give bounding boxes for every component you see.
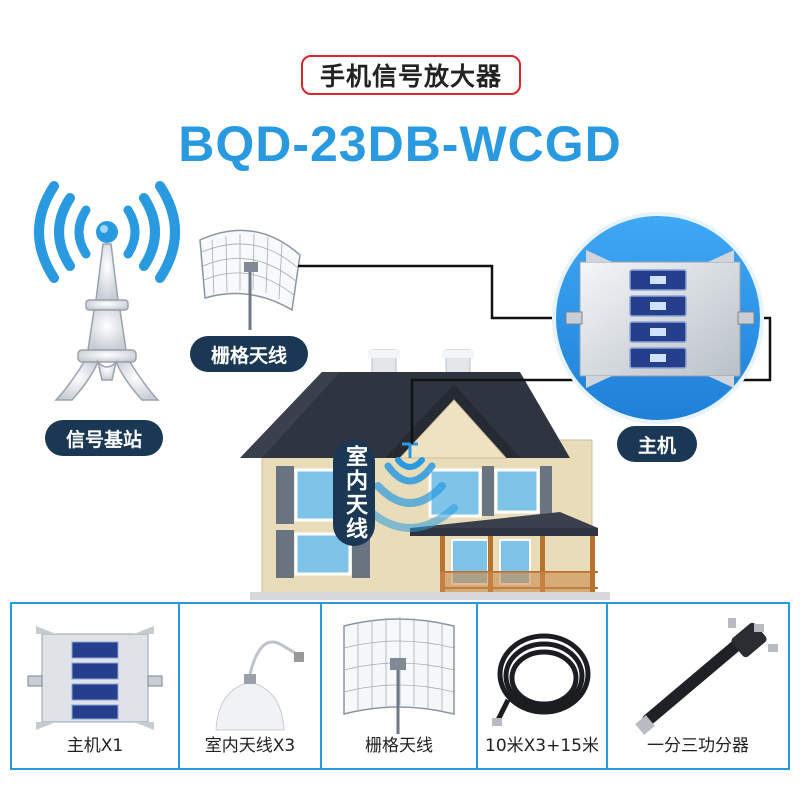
grid-antenna-label: 栅格天线 [190, 336, 308, 372]
installation-diagram [34, 181, 772, 600]
main-unit-label: 主机 [617, 426, 697, 462]
coax-cable-icon [492, 633, 591, 726]
package-contents: 主机X1 室内天线X3 栅格天线 [10, 602, 790, 770]
package-item: 室内天线X3 [180, 604, 322, 768]
package-item: 10米X3+15米 [478, 604, 608, 768]
repeater-unit-icon [27, 626, 163, 730]
model-number: BQD-23DB-WCGD [178, 116, 622, 172]
package-item-label: 一分三功分器 [647, 736, 749, 756]
base-station-label: 信号基站 [45, 420, 163, 456]
package-item-label: 栅格天线 [365, 736, 433, 756]
package-item: 栅格天线 [322, 604, 478, 768]
ceiling-antenna-icon [215, 640, 304, 731]
package-item: 主机X1 [12, 604, 180, 768]
package-item-label: 室内天线X3 [204, 736, 296, 756]
package-item-label: 主机X1 [66, 736, 124, 756]
indoor-antenna-label: 室内天线 [333, 440, 375, 546]
package-item: 一分三功分器 [608, 604, 788, 768]
grid-antenna-icon [199, 229, 301, 330]
repeater-unit-icon [552, 212, 764, 424]
cell-tower-icon [34, 181, 180, 401]
package-item-label: 10米X3+15米 [485, 736, 599, 756]
indoor-antenna-icon [362, 442, 458, 532]
tagline-box: 手机信号放大器 [301, 55, 521, 95]
power-splitter-icon [635, 618, 778, 735]
grid-antenna-icon [343, 617, 455, 734]
